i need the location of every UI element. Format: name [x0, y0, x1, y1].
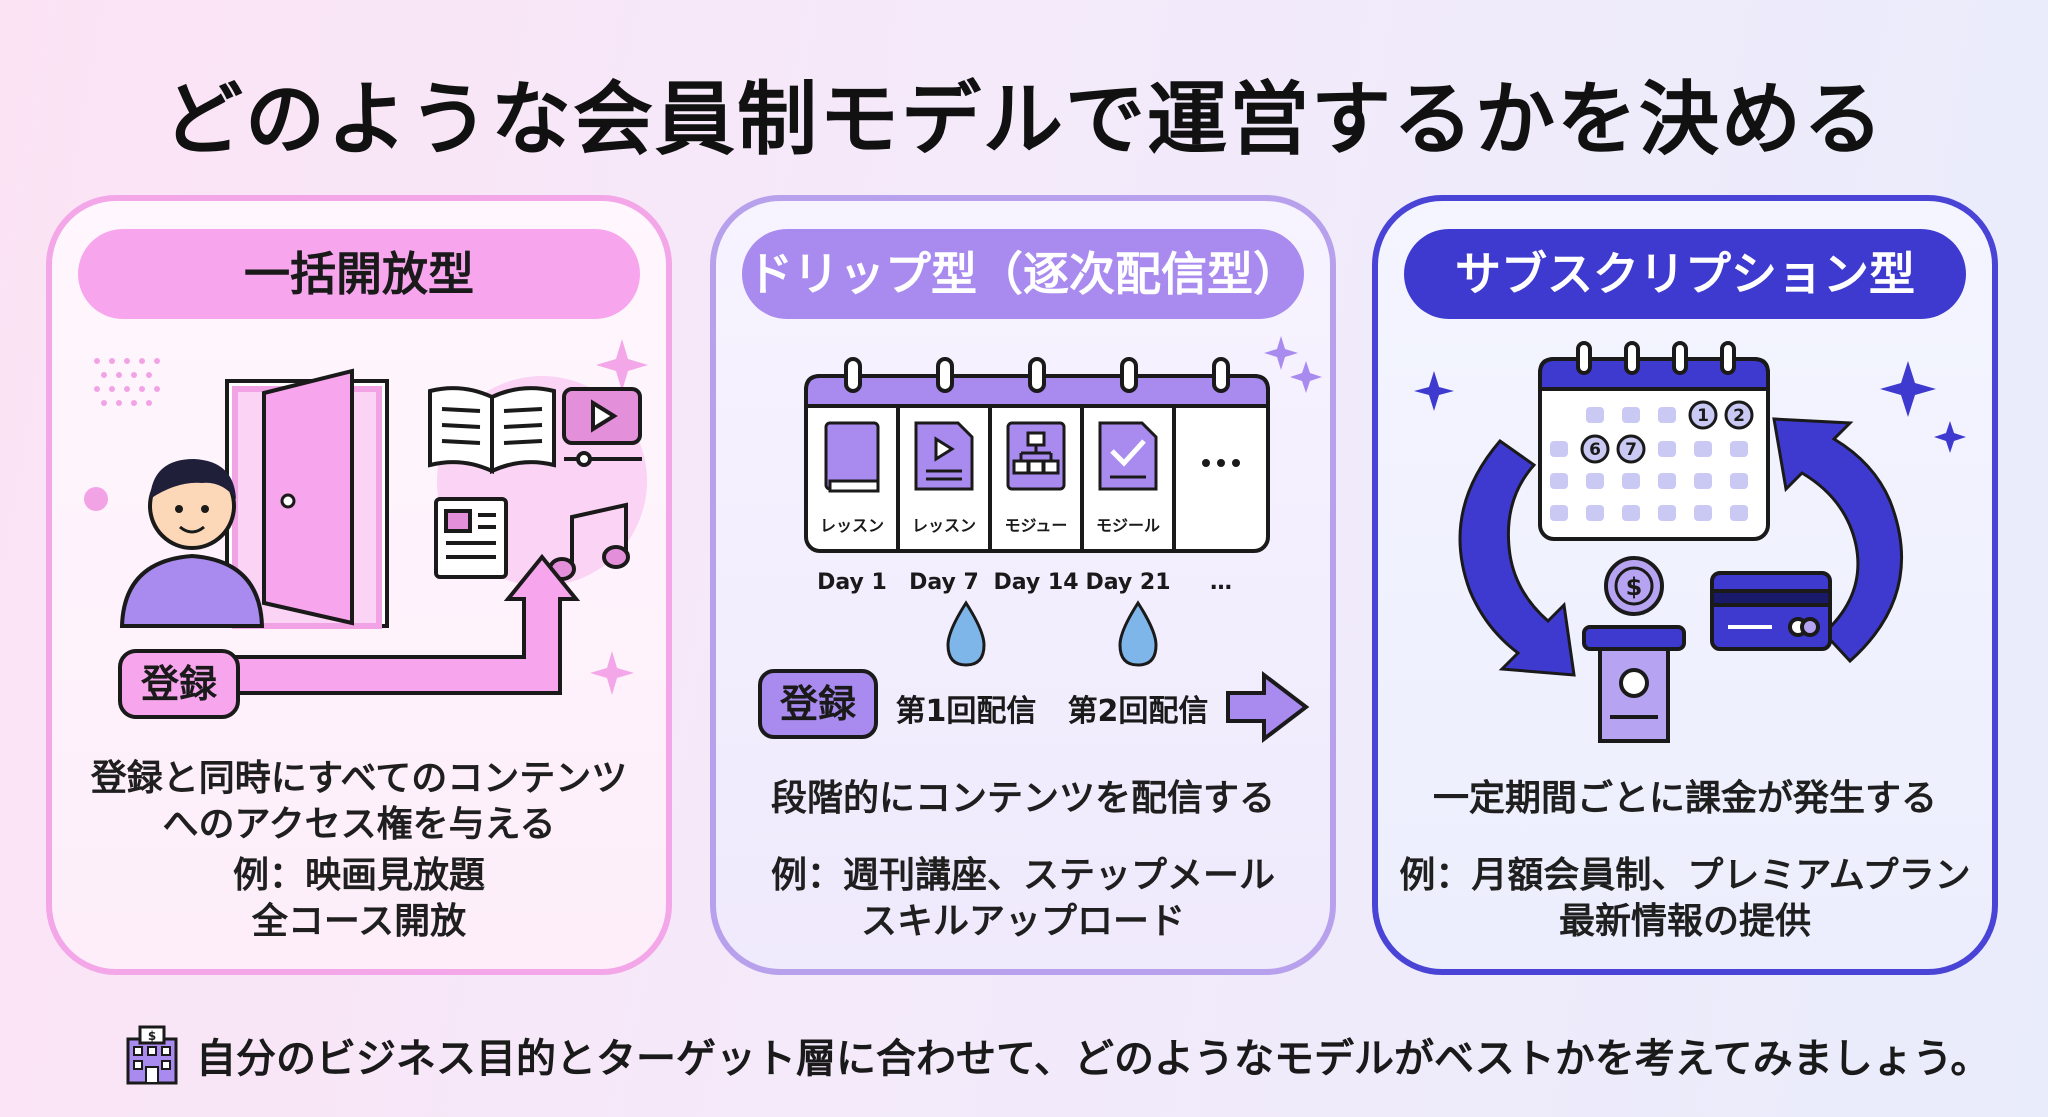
- page-title: どのような会員制モデルで運営するかを決める: [163, 73, 1885, 166]
- calendar-cell-label: モジュー: [1005, 516, 1068, 535]
- arrow-right-icon: [1226, 670, 1310, 744]
- card-example: 例：月額会員制、プレミアムプラン 最新情報の提供: [1399, 855, 1971, 942]
- person-avatar: [119, 459, 265, 628]
- calendar-cell-label: レッスン: [820, 516, 884, 535]
- card-description: 段階的にコンテンツを配信する: [770, 778, 1275, 819]
- calendar-number: 2: [1733, 406, 1745, 426]
- sparkle-icon: [1264, 336, 1298, 370]
- footer-tip: $ 自分のビジネス目的とターゲット層に合わせて、どのようなモデルがベストかを考え…: [120, 1020, 1990, 1090]
- cash-terminal-icon: [1582, 625, 1686, 743]
- calendar-number: 7: [1625, 440, 1637, 460]
- calendar-cell-label: モジール: [1096, 516, 1160, 535]
- card-drip: ドリップ型（逐次配信型）: [710, 195, 1336, 975]
- delivery-label: 第1回配信: [896, 694, 1037, 729]
- card-heading: ドリップ型（逐次配信型）: [742, 229, 1304, 319]
- card-description: 一定期間ごとに課金が発生する: [1432, 778, 1937, 819]
- sparkle-icon: [1414, 371, 1454, 411]
- day-label: Day 14: [993, 570, 1078, 595]
- dots-decoration: [94, 358, 160, 406]
- calendar-number: 6: [1589, 440, 1601, 460]
- newspaper-icon: [434, 497, 508, 579]
- card-description: 登録と同時にすべてのコンテンツ へのアクセス権を与える: [90, 758, 628, 845]
- sparkle-icon: [1934, 421, 1966, 453]
- sparkle-icon: [1880, 361, 1936, 417]
- day-label: Day 21: [1085, 570, 1170, 595]
- module-diagram-icon: [1006, 421, 1066, 491]
- cycle-arrow-icon: [1772, 417, 1903, 664]
- card-heading: サブスクリプション型: [1404, 229, 1966, 319]
- register-badge: [118, 649, 240, 719]
- credit-card-icon: [1710, 571, 1832, 651]
- card-subscription: サブスクリプション型: [1372, 195, 1998, 975]
- calendar-icon: 1 2 6 7: [1538, 341, 1770, 541]
- svg-text:$: $: [1626, 573, 1643, 601]
- book-icon: [428, 386, 556, 475]
- sparkle-icon: [590, 651, 634, 695]
- calendar-number: 1: [1697, 406, 1709, 426]
- bulk-open-illustration: 登録: [84, 339, 648, 719]
- svg-text:$: $: [148, 1029, 156, 1043]
- card-example: 例：映画見放題 全コース開放: [232, 855, 485, 942]
- drop-icon: [1118, 600, 1158, 667]
- calendar-strip: レッスン レッスン モジュー モジール: [804, 357, 1270, 553]
- card-heading: 一括開放型: [78, 229, 640, 319]
- building-icon: $: [126, 1025, 178, 1085]
- card-bulk-open: 一括開放型: [46, 195, 672, 975]
- drop-icon: [946, 600, 986, 667]
- day-label: Day 7: [909, 570, 979, 595]
- footer-text: 自分のビジネス目的とターゲット層に合わせて、どのようなモデルがベストかを考えてみ…: [196, 1036, 1991, 1082]
- cycle-arrow-icon: [1458, 438, 1576, 677]
- calendar-cell-label: レッスン: [912, 516, 976, 535]
- sparkle-icon: [1290, 361, 1322, 393]
- lesson-video-doc-icon: [914, 421, 974, 491]
- drip-illustration: レッスン レッスン モジュー モジール Day 1 Day 7 Day 14 D…: [758, 336, 1322, 744]
- lesson-book-icon: [824, 421, 880, 493]
- coin-icon: $: [1604, 556, 1664, 616]
- register-badge: [758, 669, 878, 739]
- day-label: Day 1: [817, 570, 887, 595]
- video-icon: [562, 387, 642, 467]
- sparkle-icon: [596, 339, 648, 391]
- register-label: 登録: [140, 662, 218, 706]
- module-check-icon: [1098, 421, 1158, 491]
- delivery-label: 第2回配信: [1068, 694, 1209, 729]
- open-door-icon: [225, 368, 389, 629]
- register-label: 登録: [779, 682, 857, 726]
- ellipsis-icon: [1202, 459, 1240, 467]
- arrow-icon: [230, 553, 581, 695]
- card-example: 例：週刊講座、ステップメール スキルアップロード: [770, 855, 1275, 942]
- subscription-illustration: 1 2 6 7 $: [1414, 341, 1966, 743]
- day-label: …: [1210, 570, 1232, 595]
